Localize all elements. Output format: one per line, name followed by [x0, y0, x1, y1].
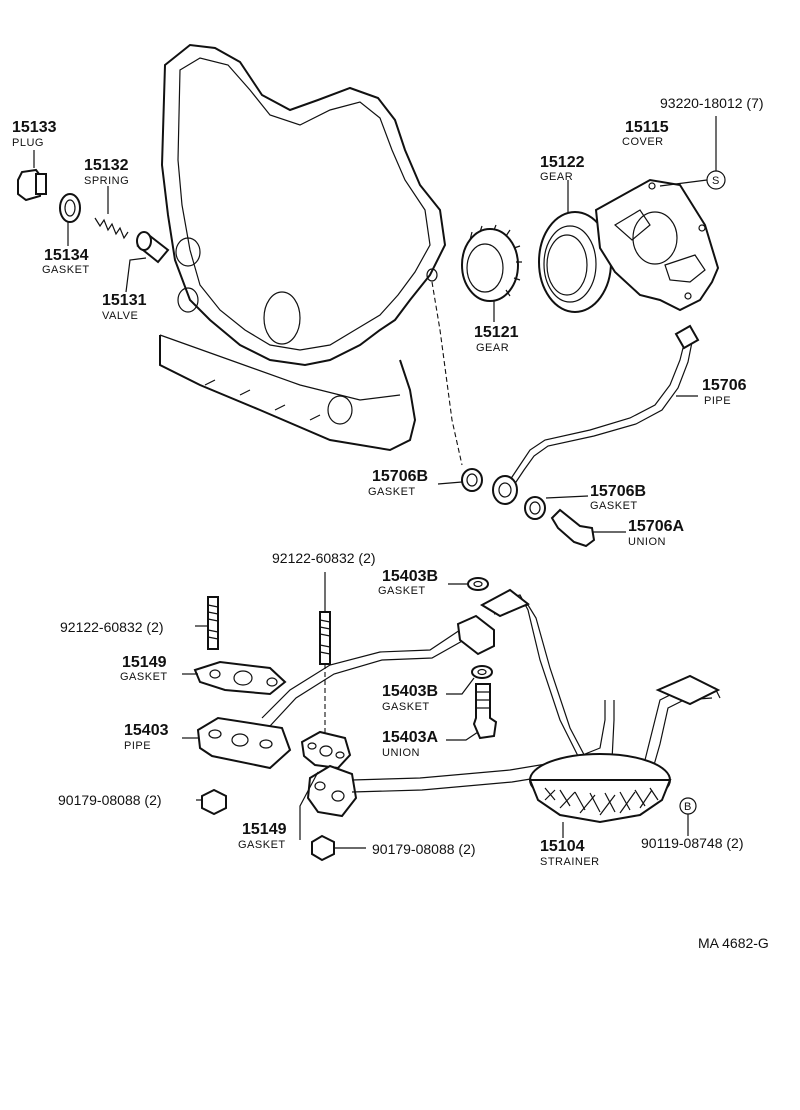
part-15403B-mid-desc: GASKET [382, 701, 430, 713]
part-15706B-right-number: 15706B [590, 483, 647, 500]
part-15403B-top-desc: GASKET [378, 585, 426, 597]
drive-gear-15121 [461, 224, 522, 302]
part-15121-number: 15121 [474, 324, 519, 341]
part-15122-desc: GEAR [540, 171, 574, 183]
valve-15131 [136, 231, 170, 264]
gasket-15706B-right [524, 496, 546, 520]
part-15706A-desc: UNION [628, 536, 666, 548]
part-15134-desc: GASKET [42, 264, 90, 276]
stud-bolt-92122-top [319, 611, 331, 665]
gasket-15134 [59, 193, 81, 223]
part-15706A-number: 15706A [628, 518, 685, 535]
part-15149-bottom-number: 15149 [242, 821, 287, 838]
part-15133-desc: PLUG [12, 137, 44, 149]
part-15706B-right-desc: GASKET [590, 500, 638, 512]
union-15706A [550, 508, 596, 548]
part-15115-number: 15115 [625, 119, 669, 136]
part-15706-number: 15706 [702, 377, 747, 394]
stud-bolt-92122-left [207, 596, 219, 650]
gasket-15403B-top [467, 577, 489, 591]
nut-90179-left [201, 788, 227, 816]
gasket-15149-top [193, 660, 287, 696]
part-15121-desc: GEAR [476, 342, 510, 354]
part-93220-number: 93220-18012 (7) [660, 95, 764, 111]
part-90179-left-number: 90179-08088 (2) [58, 792, 162, 808]
b-marker: B [684, 801, 691, 813]
part-15706B-left-desc: GASKET [368, 486, 416, 498]
figure-code: MA 4682-G [698, 935, 769, 951]
part-15706-desc: PIPE [704, 395, 732, 407]
oil-pump-housing [159, 43, 447, 452]
leader-lines [33, 116, 717, 849]
nut-90179-bottom [311, 834, 335, 862]
pipe-15706 [492, 324, 700, 505]
part-15104-desc: STRAINER [540, 856, 600, 868]
part-15149-top-desc: GASKET [120, 671, 168, 683]
part-15132-number: 15132 [84, 157, 129, 174]
part-15403B-top-number: 15403B [382, 568, 439, 585]
gasket-15706B-left [461, 468, 483, 492]
part-90119-number: 90119-08748 (2) [641, 835, 744, 851]
gasket-15403B-mid [471, 665, 493, 679]
part-15131-desc: VALVE [102, 310, 139, 322]
union-15403A [472, 683, 498, 740]
s-marker: S [712, 175, 719, 187]
part-15104-number: 15104 [540, 838, 585, 855]
strainer-15104 [528, 753, 672, 824]
part-92122-top-number: 92122-60832 (2) [272, 550, 376, 566]
part-15706B-left-number: 15706B [372, 468, 429, 485]
gasket-15149-bottom [300, 730, 352, 770]
part-15149-top-number: 15149 [122, 654, 167, 671]
pump-cover-15115 [594, 178, 720, 312]
part-15132-desc: SPRING [84, 175, 130, 187]
part-15403-desc: PIPE [124, 740, 152, 752]
assembly-guide-line [431, 281, 463, 466]
part-15149-bottom-desc: GASKET [238, 839, 286, 851]
part-15115-desc: COVER [622, 136, 664, 148]
part-92122-left-number: 92122-60832 (2) [60, 619, 164, 635]
pipe-15403 [196, 614, 495, 770]
part-15133-number: 15133 [12, 119, 57, 136]
part-90179-bottom-number: 90179-08088 (2) [372, 841, 476, 857]
plug-15133 [17, 168, 47, 202]
part-15122-number: 15122 [540, 154, 585, 171]
driven-gear-15122 [538, 211, 612, 313]
strainer-bracket [479, 588, 721, 787]
part-15403A-desc: UNION [382, 747, 420, 759]
part-15403-number: 15403 [124, 722, 169, 739]
part-15403A-number: 15403A [382, 729, 439, 746]
part-15134-number: 15134 [44, 247, 89, 264]
part-15131-number: 15131 [102, 292, 147, 309]
spring-15132 [94, 217, 129, 240]
part-15403B-mid-number: 15403B [382, 683, 439, 700]
